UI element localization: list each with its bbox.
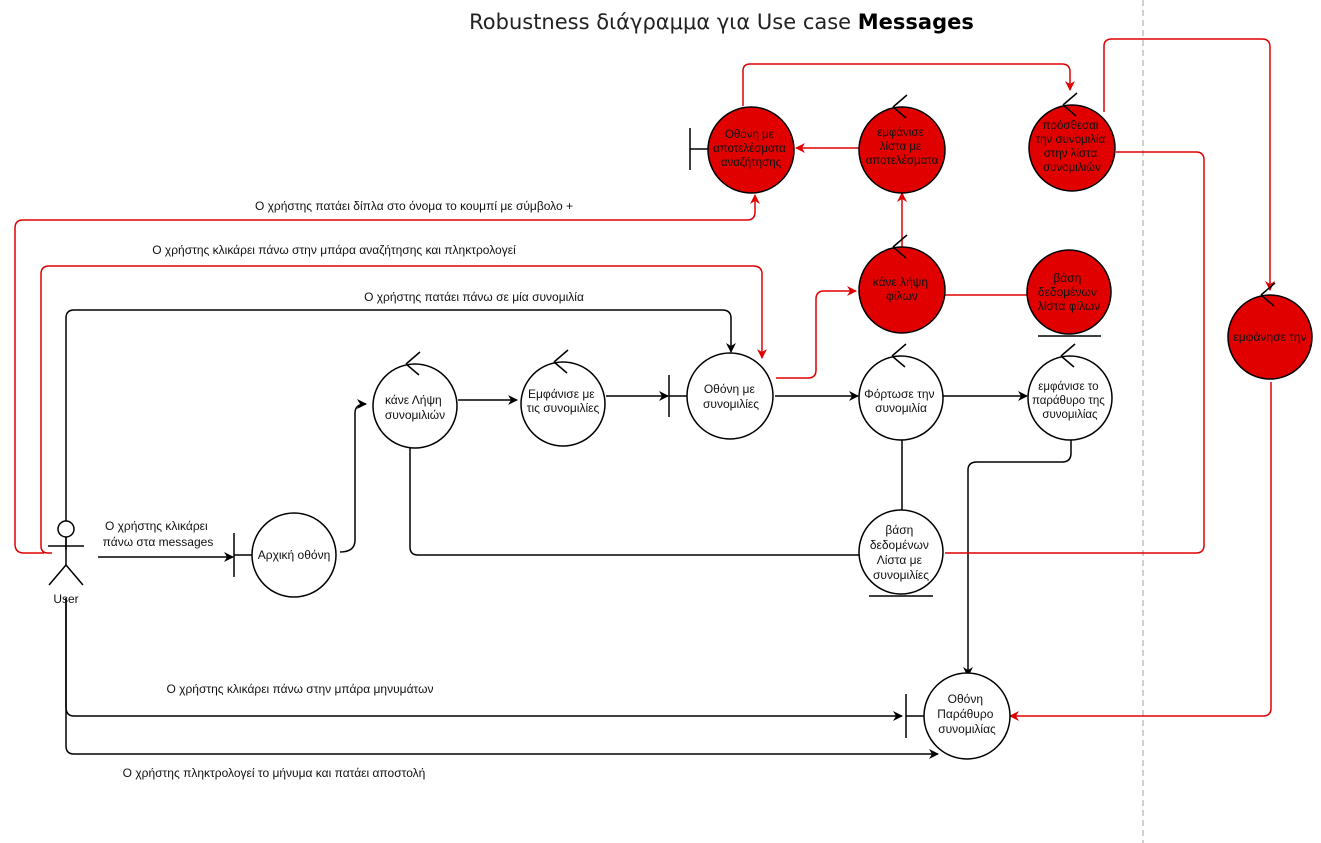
edge-results-screen-add	[742, 63, 1075, 106]
label-results-screen: Οθόνη με αποτελέσματα αναζήτησης	[713, 129, 789, 169]
title-prefix: Robustness διάγραμμα για Use case	[469, 10, 858, 34]
entity-db-conversations	[858, 509, 944, 597]
edge-show-window-chat	[963, 440, 1072, 677]
edge-add-show-it	[1103, 38, 1275, 291]
edge-user-results-screen	[14, 194, 760, 554]
edge-label-click-search: Ο χρήστης κλικάρει πάνω στην μπάρα αναζή…	[152, 243, 516, 257]
label-chat-window-screen: Οθόνη Παράθυρο συνομιλίας	[937, 692, 996, 736]
diagram-title: Robustness διάγραμμα για Use case Messag…	[0, 10, 1321, 34]
control-get-friends	[858, 234, 946, 334]
boundary-home-screen	[233, 512, 337, 598]
red-edges	[14, 38, 1275, 721]
edge-user-chat-window-bar	[65, 598, 903, 721]
black-edges	[65, 309, 1072, 759]
edge-label-click-message-bar: Ο χρήστης κλικάρει πάνω στην μπάρα μηνυμ…	[167, 682, 434, 696]
edge-user-conversations-screen	[65, 309, 736, 550]
edge-label-click-conversation: Ο χρήστης πατάει πάνω σε μία συνομιλία	[364, 290, 584, 304]
edge-user-search	[40, 265, 767, 554]
edge-get-conversations-db	[409, 448, 860, 556]
label-home-screen: Αρχική οθόνη	[258, 548, 331, 562]
control-show-conversation-window	[1027, 343, 1113, 441]
label-conversations-screen: Οθόνη με συνομιλίες	[703, 382, 759, 411]
control-show-conversations	[520, 349, 606, 447]
label-load-conversation: Φόρτωσε την συνομιλία	[864, 387, 938, 415]
edge-home-get-conversations	[339, 399, 367, 553]
boundary-chat-window-screen	[905, 672, 1011, 760]
title-bold: Messages	[857, 10, 974, 34]
control-add-conversation	[1028, 92, 1116, 192]
control-get-conversations	[372, 351, 458, 449]
edge-conversations-screen-get-friends	[776, 286, 857, 379]
label-show-conversations: Εμφάνισε με τις συνομιλίες	[527, 387, 600, 415]
edge-show-it-chat-window	[1009, 382, 1272, 721]
control-load-conversation	[858, 343, 944, 441]
edge-label-type-send: Ο χρήστης πληκτρολογεί το μήνυμα και πατ…	[123, 766, 426, 780]
control-show-it	[1227, 282, 1313, 380]
boundary-conversations-screen	[668, 352, 774, 440]
label-show-results-list: εμφάνισε λίστα με αποτελέσματα	[866, 127, 939, 167]
entity-db-friends	[1026, 249, 1112, 337]
label-get-friends: κάνε λήψη φίλων	[873, 275, 932, 303]
label-show-it: εμφάνησε την	[1233, 330, 1306, 344]
actor-label: User	[53, 592, 78, 606]
edge-label-click-messages: Ο χρήστης κλικάρει πάνω στα messages	[103, 519, 214, 549]
label-db-friends: βάση δεδομένων λίστα φίλων	[1038, 271, 1101, 313]
label-show-conversation-window: εμφάνισε το παράθυρο της συνομιλίας	[1032, 381, 1108, 421]
edge-user-chat-window-send	[65, 598, 939, 759]
edge-label-click-plus: Ο χρήστης πατάει δίπλα στο όνομα το κουμ…	[255, 199, 573, 213]
edge-add-db-conversations	[945, 151, 1205, 554]
label-add-conversation: πρόσθεσαι την συνομιλία στην λίστα συνομ…	[1036, 120, 1109, 174]
label-get-conversations: κάνε Λήψη συνομιλιών	[385, 393, 445, 422]
user-actor	[48, 520, 84, 586]
label-db-conversations: βάση δεδομένων Λίστα με συνομιλίες	[870, 523, 932, 582]
control-show-results-list	[858, 94, 946, 194]
boundary-results-screen	[689, 106, 795, 194]
